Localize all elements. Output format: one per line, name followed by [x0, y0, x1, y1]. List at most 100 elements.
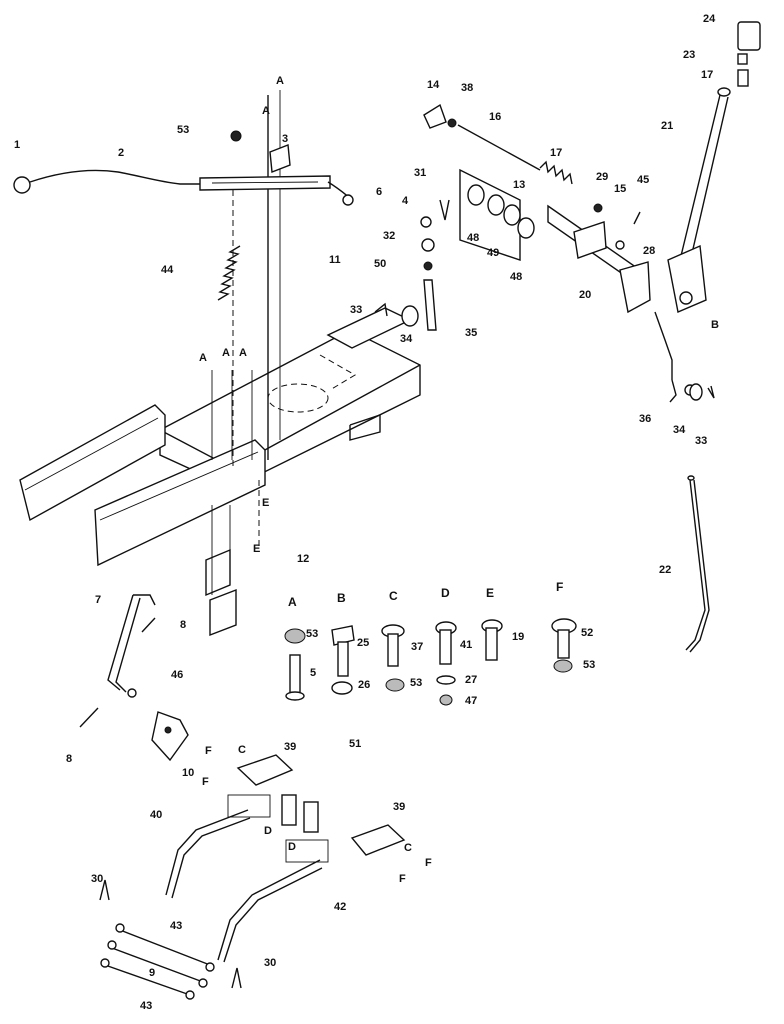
callout-48a: 48: [467, 232, 480, 244]
legend-d: D: [441, 586, 450, 600]
link-36: [669, 379, 715, 403]
callout-34b: 34: [673, 424, 686, 436]
callout-43b: 43: [140, 1000, 153, 1012]
ref-letter-a-top: A: [276, 75, 284, 87]
callout-41: 41: [460, 639, 473, 651]
ref-letter-a-second: A: [262, 105, 270, 117]
callout-34a: 34: [400, 333, 413, 345]
pivot-hardware: [374, 199, 450, 331]
callout-51: 51: [349, 738, 362, 750]
callout-38: 38: [461, 82, 474, 94]
callout-33a: 33: [350, 304, 363, 316]
callout-43a: 43: [170, 920, 183, 932]
callout-15: 15: [614, 183, 627, 195]
callout-37: 37: [411, 641, 424, 653]
ref-letter-d-arm: D: [288, 841, 296, 853]
callout-17b: 17: [701, 69, 714, 81]
callout-23: 23: [683, 49, 696, 61]
callout-30b: 30: [264, 957, 277, 969]
ref-letter-e-upper: E: [262, 497, 270, 509]
rod-22: [685, 475, 710, 653]
ref-letter-f-right-1: F: [425, 857, 432, 869]
lever-7: [79, 594, 189, 762]
callout-53b: 53: [306, 628, 319, 640]
callout-32: 32: [383, 230, 396, 242]
ref-letter-f-left-2: F: [202, 776, 209, 788]
ref-letter-d-left: D: [264, 825, 272, 837]
lift-arms: [165, 754, 406, 963]
callout-26: 26: [358, 679, 371, 691]
legend-c: C: [389, 589, 398, 603]
callout-8a: 8: [180, 619, 187, 631]
callout-16: 16: [489, 111, 502, 123]
legend-f: F: [556, 580, 564, 594]
callout-35: 35: [465, 327, 478, 339]
callout-29: 29: [596, 171, 609, 183]
callout-8b: 8: [66, 753, 73, 765]
callout-49: 49: [487, 247, 500, 259]
ref-letter-c-right: C: [404, 842, 412, 854]
callout-31: 31: [414, 167, 427, 179]
callout-33b: 33: [695, 435, 708, 447]
callout-20: 20: [579, 289, 592, 301]
legend-a: A: [288, 595, 297, 609]
callout-12: 12: [297, 553, 310, 565]
callout-13: 13: [513, 179, 526, 191]
callout-14: 14: [427, 79, 440, 91]
ref-letter-a-left: A: [199, 352, 207, 364]
callout-21: 21: [661, 120, 674, 132]
callout-7: 7: [95, 594, 102, 606]
callout-30a: 30: [91, 873, 104, 885]
ref-letter-f-left-1: F: [205, 745, 212, 757]
shift-rod-assembly: [13, 130, 354, 206]
callout-10: 10: [182, 767, 195, 779]
legend-b: B: [337, 591, 346, 605]
ref-letter-a-mid: A: [222, 347, 230, 359]
callout-17a: 17: [550, 147, 563, 159]
callout-22: 22: [659, 564, 672, 576]
callout-53a: 53: [177, 124, 190, 136]
callout-47: 47: [465, 695, 478, 707]
reference-lines: [211, 90, 281, 550]
callout-36: 36: [639, 413, 652, 425]
bracket-12: [205, 505, 237, 637]
callout-53d: 53: [583, 659, 596, 671]
callout-4: 4: [402, 195, 409, 207]
callout-28: 28: [643, 245, 656, 257]
callout-3: 3: [282, 133, 289, 145]
lift-handle-assembly: [423, 21, 761, 396]
ref-letter-b-handle: B: [711, 319, 719, 331]
callout-19: 19: [512, 631, 525, 643]
legend-e: E: [486, 586, 495, 600]
ref-letter-c-left: C: [238, 744, 246, 756]
ref-letter-f-right-2: F: [399, 873, 406, 885]
callout-6: 6: [376, 186, 383, 198]
callout-42: 42: [334, 901, 347, 913]
callout-45: 45: [637, 174, 650, 186]
callout-27: 27: [465, 674, 478, 686]
hardware-legend: [284, 618, 577, 706]
callout-24: 24: [703, 13, 716, 25]
callout-11: 11: [329, 254, 341, 266]
callout-46: 46: [171, 669, 184, 681]
callout-1: 1: [14, 139, 21, 151]
callout-39b: 39: [393, 801, 406, 813]
side-rails: [19, 404, 266, 567]
callout-9: 9: [149, 967, 156, 979]
spring-44: [217, 245, 241, 301]
deck-frame: [159, 307, 421, 489]
ref-letter-a-right: A: [239, 347, 247, 359]
callout-52: 52: [581, 627, 594, 639]
callout-2: 2: [118, 147, 125, 159]
callout-5: 5: [310, 667, 317, 679]
callout-25: 25: [357, 637, 370, 649]
callout-48b: 48: [510, 271, 523, 283]
ref-letter-e-lower: E: [253, 543, 261, 555]
callout-53c: 53: [410, 677, 423, 689]
callout-50: 50: [374, 258, 387, 270]
callout-39a: 39: [284, 741, 297, 753]
callout-44: 44: [161, 264, 174, 276]
link-rods-9: [99, 879, 242, 1000]
callout-40: 40: [150, 809, 163, 821]
